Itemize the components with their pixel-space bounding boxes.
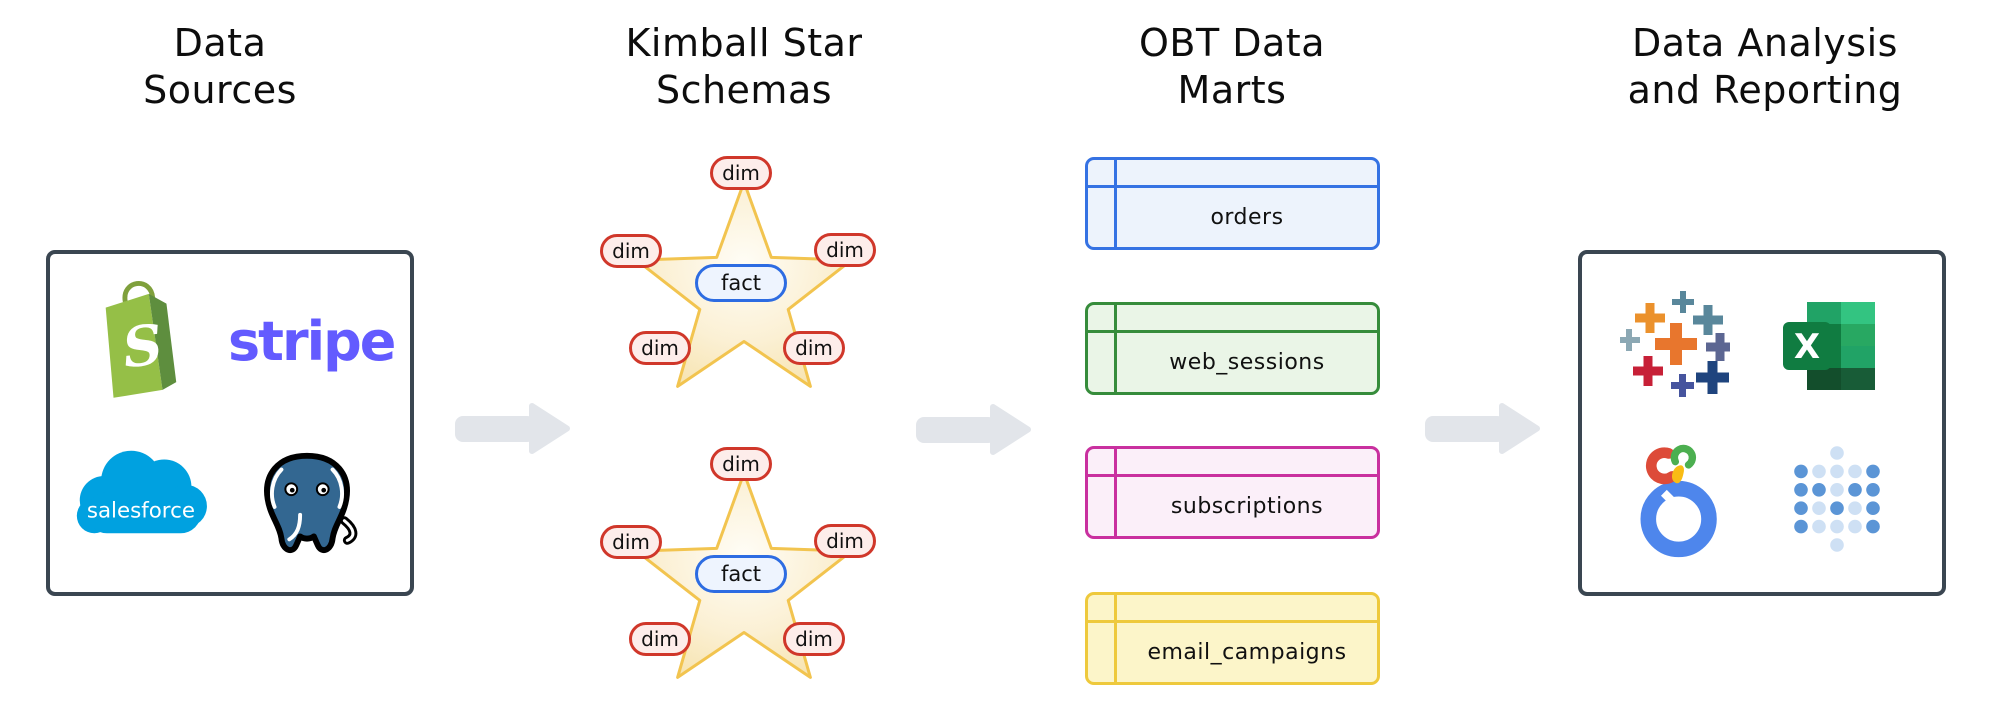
salesforce-wordmark: salesforce: [87, 499, 195, 524]
mart-table-email-campaigns: email_campaigns: [1085, 592, 1380, 685]
looker-logo-icon: [1640, 444, 1717, 558]
flow-arrow-icon: [455, 403, 570, 454]
header-data-sources: Data Sources: [50, 20, 390, 114]
dim-pill: dim: [629, 622, 691, 656]
table-name: email_campaigns: [1147, 640, 1347, 665]
postgresql-logo-icon: [264, 452, 358, 553]
table-name: web_sessions: [1169, 350, 1325, 375]
dim-pill: dim: [814, 233, 876, 267]
shopify-letter: S: [119, 311, 166, 380]
mart-table-orders: orders: [1085, 157, 1380, 250]
dim-pill: dim: [814, 524, 876, 558]
table-column-divider: [1114, 305, 1117, 392]
dim-pill: dim: [783, 331, 845, 365]
table-name: subscriptions: [1170, 494, 1324, 519]
excel-logo-icon: X: [1783, 302, 1875, 390]
table-header-divider: [1088, 620, 1377, 623]
table-header-divider: [1088, 330, 1377, 333]
tableau-logo-icon: [1620, 291, 1730, 397]
mart-table-web-sessions: web_sessions: [1085, 302, 1380, 395]
header-line: Marts: [1177, 68, 1287, 112]
dim-pill: dim: [783, 622, 845, 656]
header-obt-data-marts: OBT Data Marts: [1062, 20, 1402, 114]
header-line: Schemas: [655, 68, 833, 112]
table-header-divider: [1088, 474, 1377, 477]
data-analysis-box: X: [1578, 250, 1946, 596]
metabase-logo-icon: [1794, 446, 1880, 552]
header-data-analysis-reporting: Data Analysis and Reporting: [1595, 20, 1935, 114]
fact-pill: fact: [695, 264, 787, 302]
dim-pill: dim: [600, 234, 662, 268]
star-schema-2: dim dim dim dim dim fact: [600, 441, 876, 718]
flow-arrow-icon: [1425, 403, 1540, 454]
table-column-divider: [1114, 160, 1117, 247]
header-line: OBT Data: [1138, 21, 1325, 65]
table-column-divider: [1114, 449, 1117, 536]
header-line: and Reporting: [1627, 68, 1903, 112]
dim-pill: dim: [600, 525, 662, 559]
data-sources-box: S stripe salesforce: [46, 250, 414, 596]
dim-pill: dim: [710, 447, 772, 481]
star-schema-1: dim dim dim dim dim fact: [600, 150, 876, 430]
header-line: Data Analysis: [1632, 21, 1898, 65]
header-line: Data: [173, 21, 267, 65]
table-name: orders: [1210, 205, 1284, 230]
table-header-divider: [1088, 185, 1377, 188]
mart-table-subscriptions: subscriptions: [1085, 446, 1380, 539]
header-line: Kimball Star: [625, 21, 863, 65]
salesforce-logo-icon: salesforce: [76, 450, 207, 534]
dim-pill: dim: [629, 331, 691, 365]
header-kimball-star-schemas: Kimball Star Schemas: [574, 20, 914, 114]
fact-pill: fact: [695, 555, 787, 593]
header-line: Sources: [143, 68, 297, 112]
excel-letter: X: [1794, 327, 1820, 367]
flow-arrow-icon: [916, 404, 1031, 455]
dim-pill: dim: [710, 156, 772, 190]
stripe-logo: stripe: [228, 310, 396, 373]
shopify-logo-icon: S: [105, 281, 177, 398]
table-column-divider: [1114, 595, 1117, 682]
